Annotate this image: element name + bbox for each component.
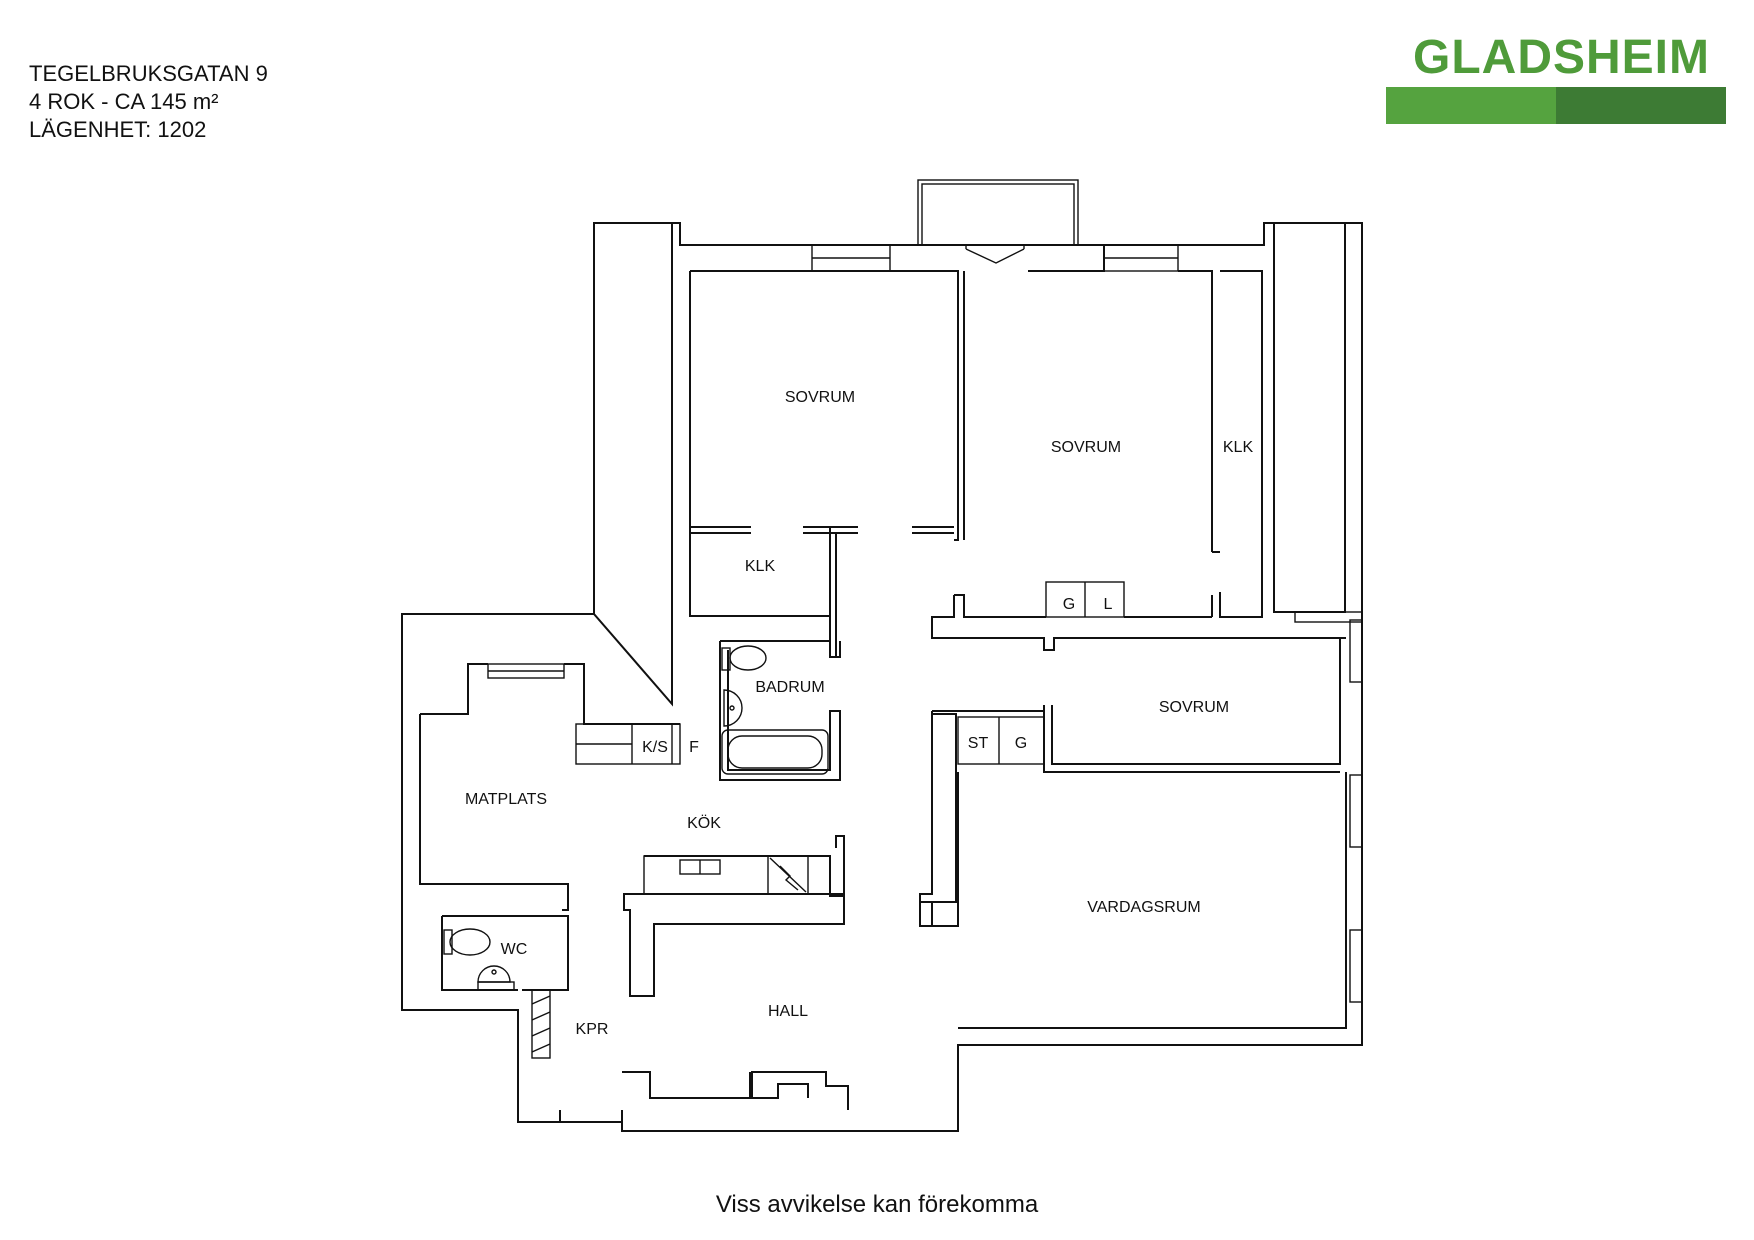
brand-bar-dark	[1556, 87, 1726, 124]
room-label-klk-1: KLK	[745, 558, 776, 575]
fixture-label-l-bedroom: L	[1104, 596, 1113, 613]
room-label-matplats: MATPLATS	[465, 791, 547, 808]
fixture-label-f: F	[689, 739, 699, 756]
room-label-badrum: BADRUM	[755, 679, 824, 696]
balcony	[917, 179, 1079, 246]
room-label-klk-2: KLK	[1223, 439, 1254, 456]
apartment-number: LÄGENHET: 1202	[29, 117, 207, 142]
wc-sink-icon	[477, 965, 511, 983]
disclaimer: Viss avvikelse kan förekomma	[715, 1191, 1039, 1218]
room-label-sovrum-2: SOVRUM	[1051, 439, 1121, 456]
room-label-kpr: KPR	[576, 1021, 609, 1038]
bathroom-fixtures	[443, 645, 829, 991]
fixture-label-g-bedroom: G	[1063, 596, 1075, 613]
wc-toilet-icon	[449, 928, 491, 956]
room-label-kok: KÖK	[687, 814, 721, 832]
fixture-label-ks: K/S	[642, 739, 668, 756]
balcony-door	[965, 245, 1025, 264]
apartment-size: 4 ROK - CA 145 m²	[29, 89, 219, 114]
listing-info: TEGELBRUKSGATAN 9 4 ROK - CA 145 m² LÄGE…	[29, 60, 268, 144]
room-label-vardagsrum: VARDAGSRUM	[1087, 899, 1201, 916]
fixture-label-g-hall: G	[1015, 735, 1027, 752]
windows	[487, 244, 1363, 1003]
room-label-sovrum-1: SOVRUM	[785, 389, 855, 406]
sink-icon	[723, 689, 743, 727]
bathtub-icon	[721, 729, 829, 775]
interior-walls	[419, 245, 1347, 1123]
brand-bar-light	[1386, 87, 1556, 124]
room-label-sovrum-3: SOVRUM	[1159, 699, 1229, 716]
brand-name: GLADSHEIM	[1413, 31, 1710, 84]
address: TEGELBRUKSGATAN 9	[29, 61, 268, 86]
room-label-hall: HALL	[768, 1003, 808, 1020]
outer-walls	[401, 179, 1363, 1132]
toilet-icon	[729, 645, 767, 671]
fixture-label-st: ST	[968, 735, 989, 752]
room-label-wc: WC	[501, 941, 528, 958]
